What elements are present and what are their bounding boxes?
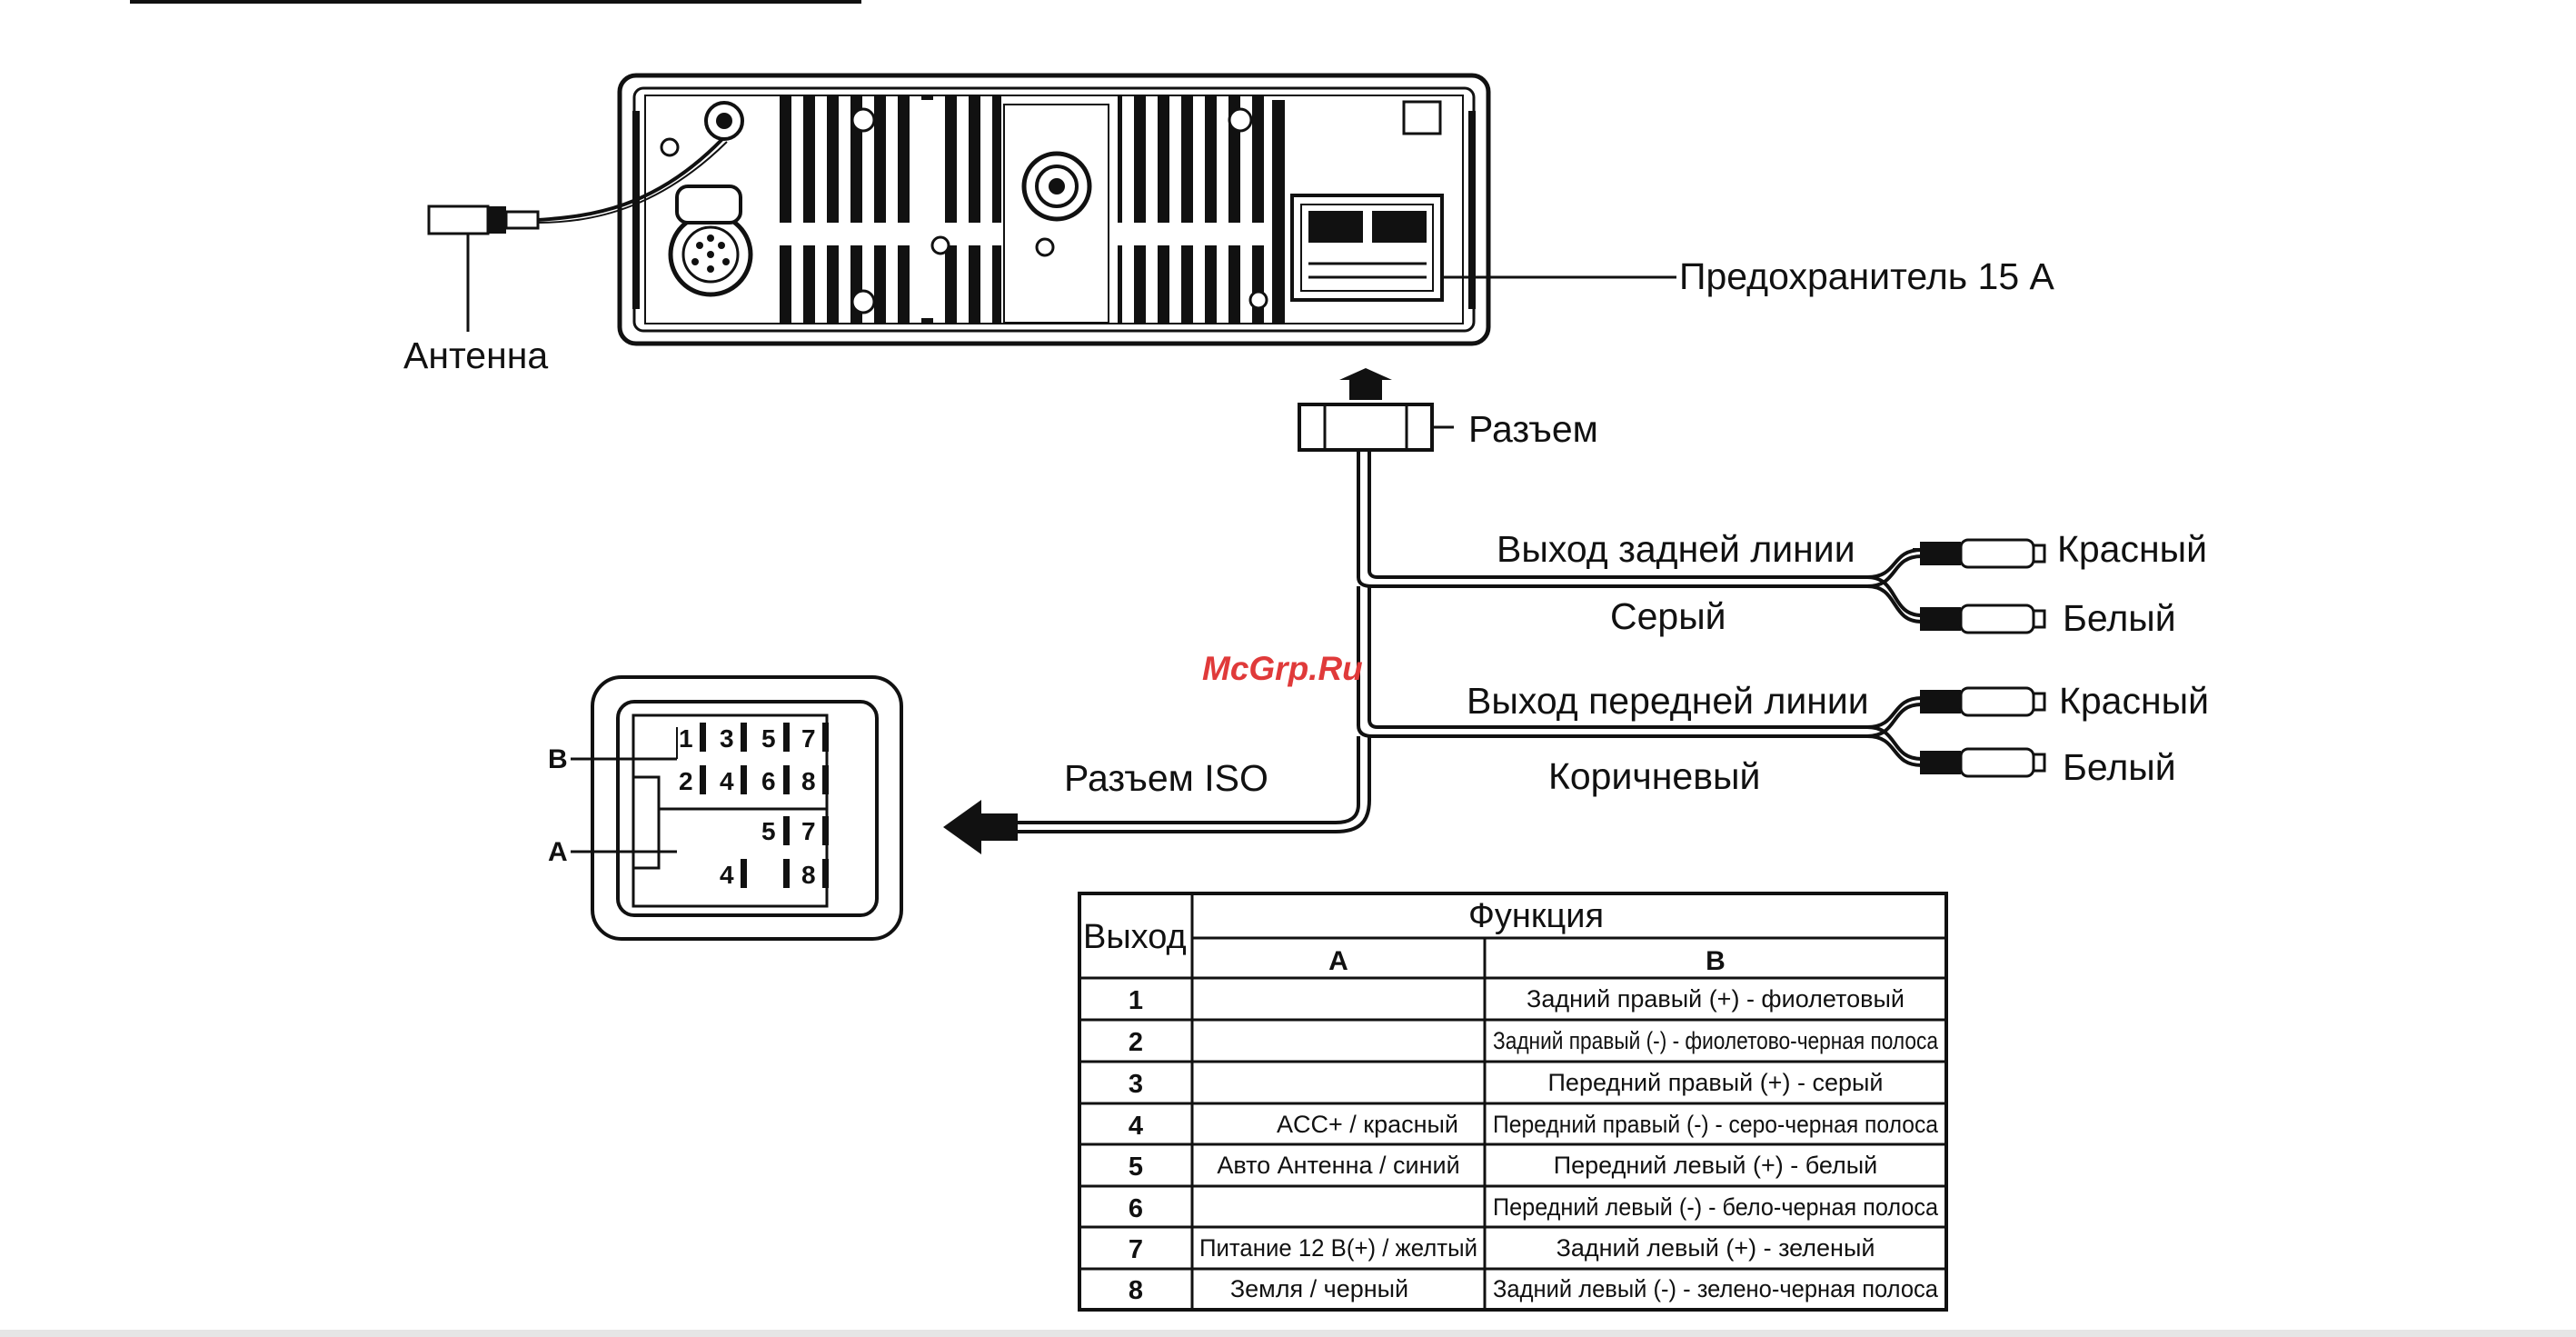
table-cell-pin: 1	[1129, 986, 1143, 1015]
table-header-output: Выход	[1083, 918, 1187, 956]
table-cell-b: Задний правый (-) - фиолетово-черная пол…	[1493, 1027, 1939, 1054]
table-cell-a: Авто Антенна / синий	[1217, 1152, 1459, 1179]
iso-pin: 6	[761, 767, 776, 795]
table-header-a: A	[1328, 946, 1348, 976]
page-bottom-band	[0, 1330, 2576, 1337]
iso-connector-face	[571, 675, 903, 941]
rca-plug-rear-white	[1920, 604, 2046, 634]
harness-wires	[1018, 450, 1923, 833]
iso-pin: 4	[720, 767, 734, 795]
harness-connector	[1298, 368, 1454, 452]
table-cell-b: Передний правый (-) - серо-черная полоса	[1493, 1111, 1939, 1138]
table-header-function: Функция	[1468, 897, 1604, 935]
iso-pin: 1	[679, 724, 693, 753]
iso-pin: 3	[720, 724, 734, 753]
antenna-plug	[427, 137, 728, 332]
rca-front-white-label: Белый	[2063, 746, 2176, 788]
table-cell-pin: 8	[1129, 1276, 1143, 1305]
front-wire-label: Коричневый	[1548, 755, 1760, 797]
table-cell-pin: 6	[1129, 1194, 1143, 1223]
iso-pin: 5	[761, 724, 776, 753]
iso-pin: 2	[679, 767, 693, 795]
table-cell-pin: 2	[1129, 1028, 1143, 1057]
iso-pin: 7	[801, 724, 816, 753]
iso-pin: 4	[720, 861, 734, 889]
table-cell-pin: 5	[1129, 1152, 1143, 1182]
iso-pin: 8	[801, 861, 816, 889]
rca-rear-white-label: Белый	[2063, 597, 2176, 639]
table-cell-a: ACC+ / красный	[1277, 1111, 1458, 1138]
iso-pin: 5	[761, 817, 776, 845]
iso-pin: 7	[801, 817, 816, 845]
rear-wire-label: Серый	[1610, 595, 1726, 637]
rca-plugs	[1920, 538, 2046, 778]
table-cell-a: Питание 12 В(+) / желтый	[1199, 1234, 1477, 1262]
table-cell-b: Задний левый (-) - зелено-черная полоса	[1493, 1275, 1939, 1302]
iso-arrow	[943, 800, 1018, 854]
fuse-label: Предохранитель 15 А	[1679, 255, 2055, 297]
rca-front-red-label: Красный	[2059, 680, 2209, 722]
pinout-table	[1078, 892, 1948, 1312]
table-cell-b: Передний левый (+) - белый	[1554, 1152, 1878, 1179]
table-cell-b: Задний правый (+) - фиолетовый	[1527, 985, 1905, 1013]
front-out-label: Выход передней линии	[1467, 680, 1869, 722]
block-a-label: A	[548, 837, 568, 867]
head-unit-rear	[617, 73, 1491, 346]
table-cell-a: Земля / черный	[1230, 1275, 1408, 1302]
table-cell-b: Передний левый (-) - бело-черная полоса	[1493, 1193, 1939, 1221]
connector-label: Разъем	[1468, 408, 1598, 450]
table-header-b: B	[1706, 946, 1726, 976]
table-cell-b: Передний правый (+) - серый	[1548, 1069, 1884, 1096]
table-cell-b: Задний левый (+) - зеленый	[1557, 1234, 1875, 1262]
iso-connector-label: Разъем ISO	[1064, 757, 1268, 799]
block-b-label: B	[548, 744, 568, 774]
iso-pin: 8	[801, 767, 816, 795]
table-cell-pin: 3	[1129, 1070, 1143, 1099]
table-cell-pin: 7	[1129, 1235, 1143, 1264]
rear-out-label: Выход задней линии	[1497, 528, 1855, 570]
heatsink-fins	[777, 95, 1001, 223]
rca-plug-front-red	[1920, 686, 2046, 717]
antenna-label: Антенна	[403, 334, 548, 376]
rca-plug-front-white	[1920, 747, 2046, 778]
watermark: McGrp.Ru	[1202, 650, 1363, 687]
rca-plug-rear-red	[1920, 538, 2046, 569]
rca-rear-red-label: Красный	[2057, 528, 2207, 570]
table-cell-pin: 4	[1129, 1112, 1143, 1141]
